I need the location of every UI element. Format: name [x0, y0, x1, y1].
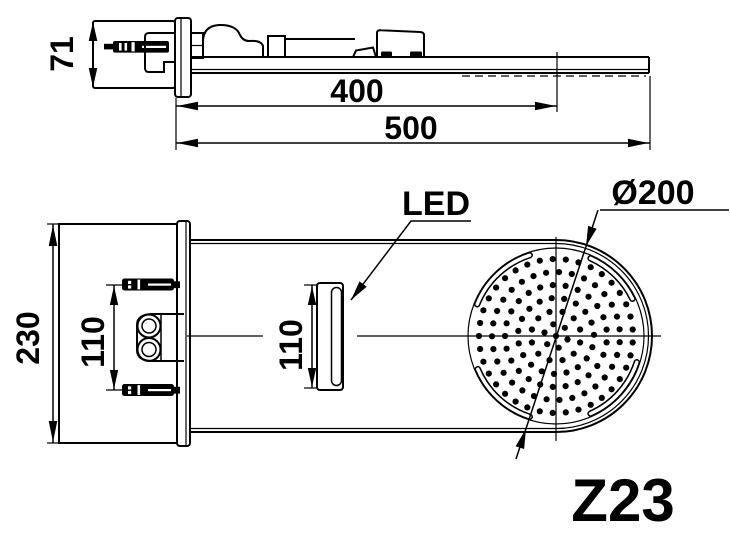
front-view: 230 [10, 174, 729, 460]
collar [267, 35, 286, 58]
water-elbow-pipe [144, 32, 175, 73]
dim-500: 500 [176, 110, 650, 148]
anchor-screw-top [122, 278, 180, 291]
diameter-label: Ø200 [611, 174, 694, 212]
rail-wedge [351, 46, 378, 58]
anchor-screw-bottom [122, 384, 180, 396]
dim-500-label: 500 [384, 110, 437, 146]
slider-rail [284, 38, 355, 57]
wall-bracket-housing-side [92, 20, 176, 89]
dim-arrow-up [88, 22, 98, 41]
side-view: 71 [44, 17, 651, 150]
led-leader-arrow [351, 281, 367, 300]
dim-230: 230 [10, 223, 59, 444]
diameter-arrow-top [586, 225, 597, 247]
led-strip [316, 282, 344, 391]
mounting-plate-front [176, 220, 191, 447]
dim-400-label: 400 [330, 73, 383, 109]
swivel-joint [190, 23, 425, 59]
dim-110-led: 110 [273, 284, 318, 389]
diameter-callout: Ø200 [515, 174, 729, 460]
mounting-plate-side [174, 17, 192, 98]
water-connections [136, 313, 184, 362]
dim-400: 400 [176, 73, 557, 111]
dim-110-screws: 110 [75, 284, 126, 391]
dim-71: 71 [44, 22, 98, 87]
dim-230-label: 230 [10, 311, 46, 364]
slider-bracket [376, 29, 425, 57]
dim-71-label: 71 [44, 36, 80, 72]
spray-slots [473, 251, 641, 421]
anchor-screw-side [104, 41, 169, 53]
shower-arm-side [191, 56, 650, 77]
dim-110-led-label: 110 [273, 319, 309, 371]
model-label: Z23 [571, 467, 674, 534]
ball-joint-cover [202, 23, 264, 58]
diameter-arrow-bottom [515, 428, 526, 449]
dim-arrow-down [88, 68, 98, 87]
dim-110-screws-label: 110 [75, 316, 111, 368]
led-callout: LED [350, 185, 471, 301]
led-label: LED [402, 185, 470, 223]
